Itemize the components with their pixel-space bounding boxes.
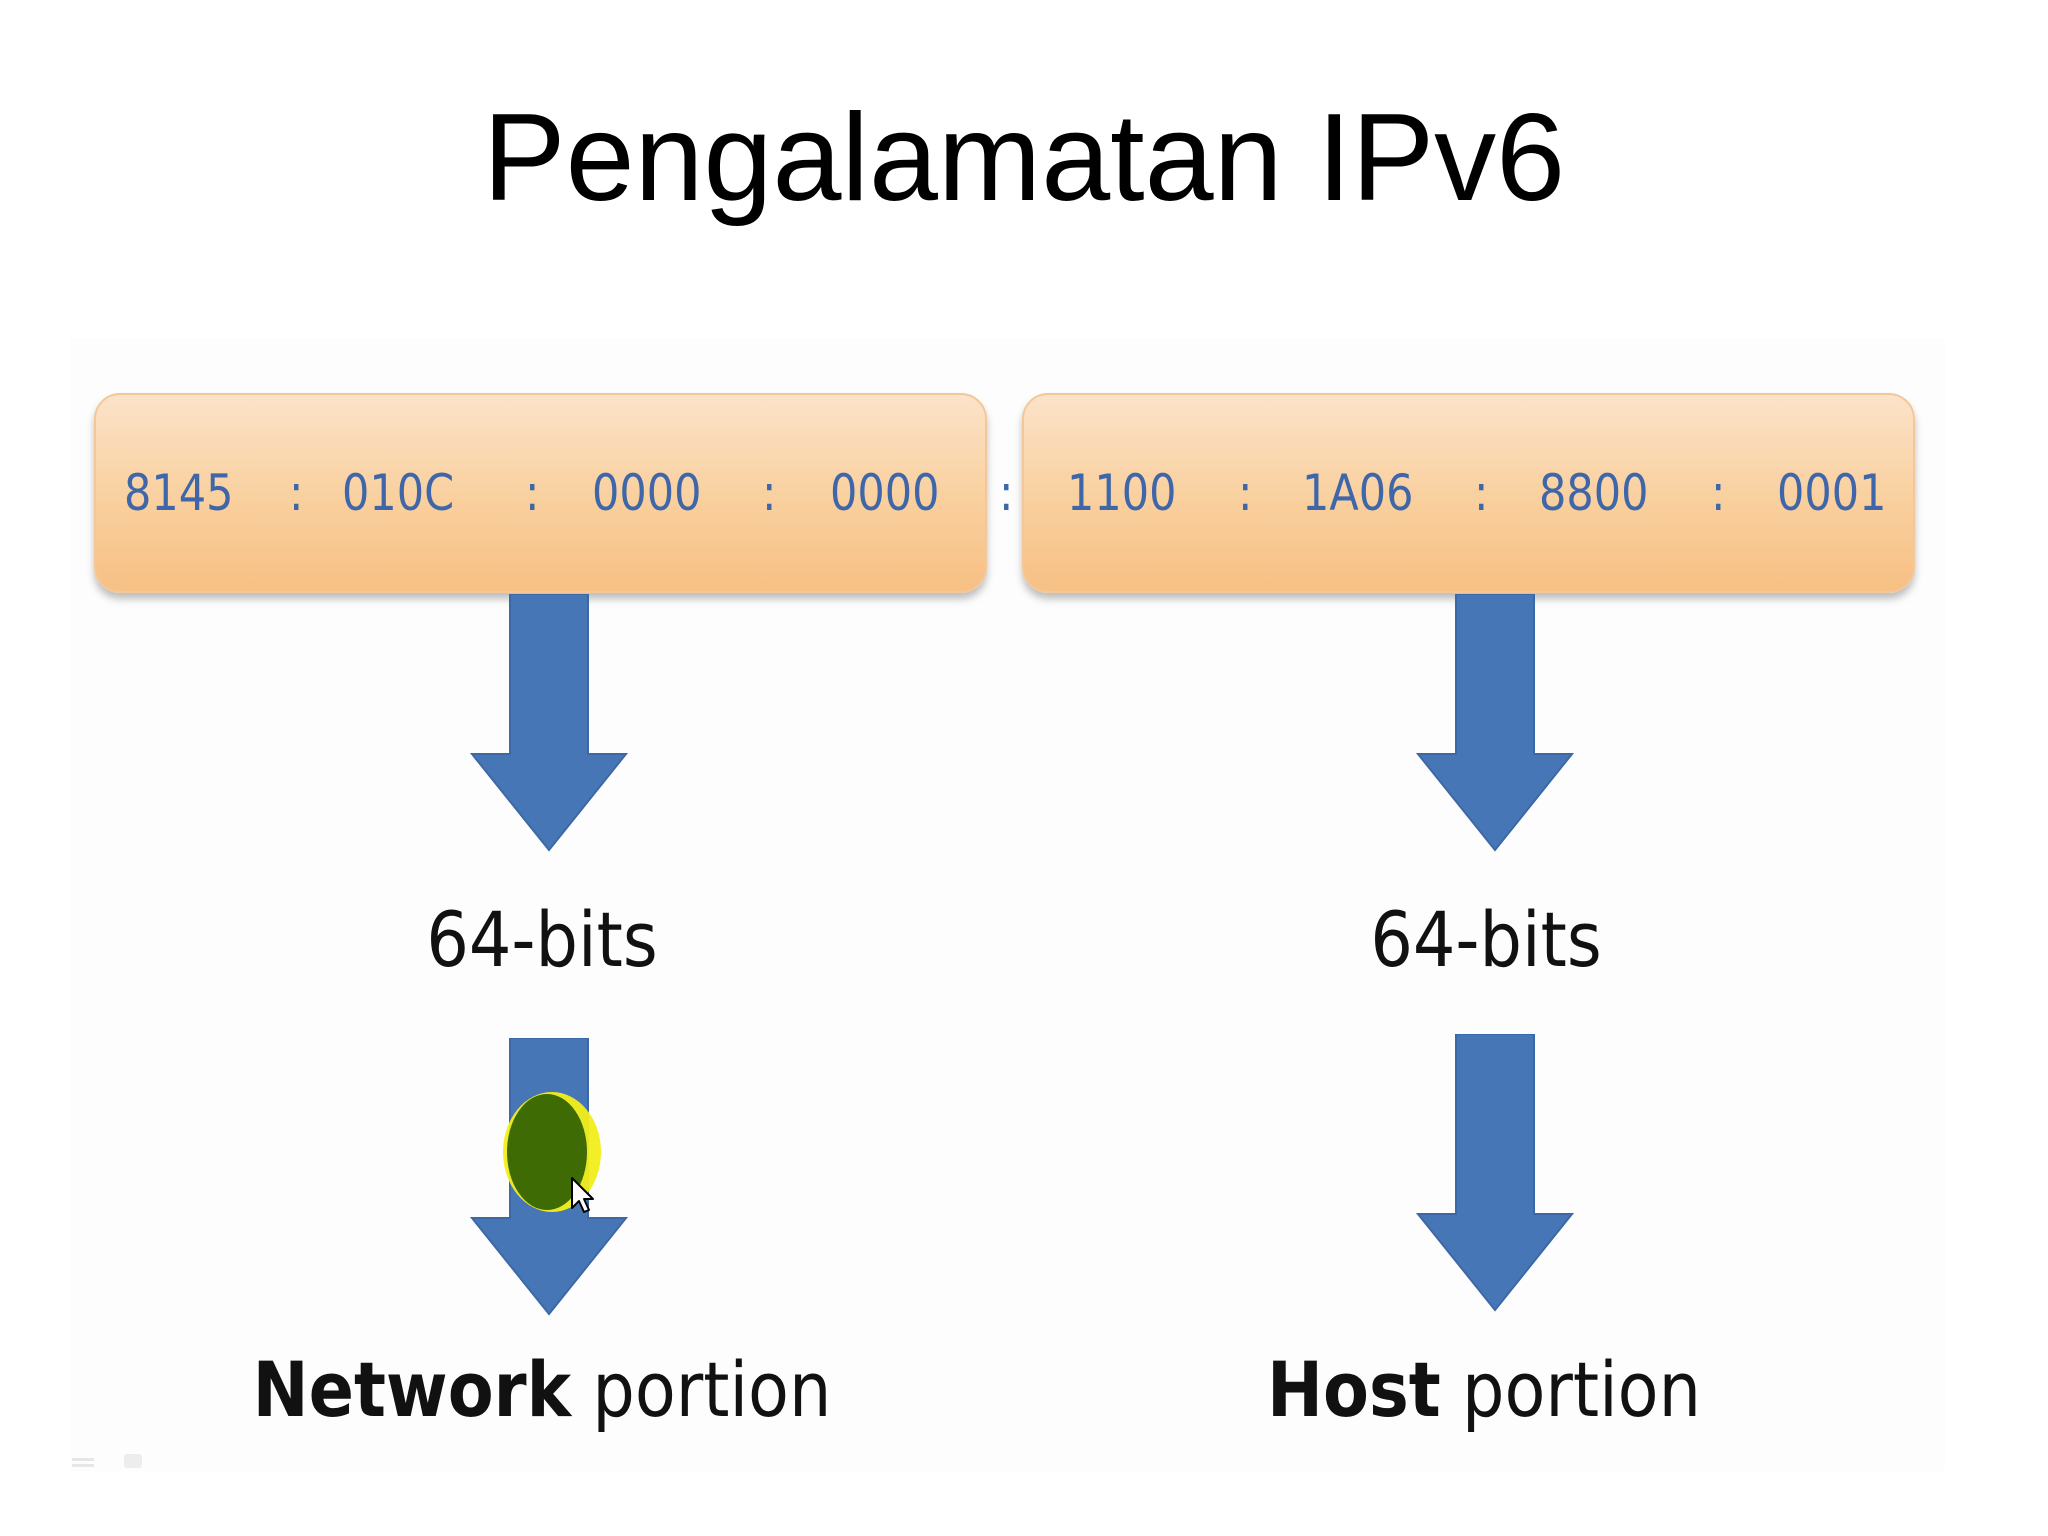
host-segment-4: 0001 xyxy=(1777,464,1887,522)
middle-separator: : xyxy=(999,464,1014,522)
host-down-arrow-lower xyxy=(1416,1034,1574,1312)
network-portion-bold: Network xyxy=(252,1345,572,1434)
network-portion-label: Network portion xyxy=(234,1345,850,1435)
network-segment-1: 8145 xyxy=(124,464,234,522)
host-address-box xyxy=(1022,393,1915,593)
host-segment-1: 1100 xyxy=(1067,464,1177,522)
host-down-arrow-upper xyxy=(1416,594,1574,852)
network-separator-2: : xyxy=(525,464,540,522)
host-separator-2: : xyxy=(1474,464,1489,522)
network-segment-3: 0000 xyxy=(592,464,702,522)
host-portion-rest: portion xyxy=(1440,1345,1701,1434)
slide-controls-icon[interactable] xyxy=(72,1448,152,1472)
network-segment-2: 010C xyxy=(342,464,455,522)
page-title: Pengalamatan IPv6 xyxy=(482,89,1566,227)
network-down-arrow-upper xyxy=(470,594,628,852)
network-address-box xyxy=(94,393,987,593)
mouse-pointer-icon xyxy=(571,1177,594,1213)
host-portion-bold: Host xyxy=(1267,1345,1441,1434)
host-separator-3: : xyxy=(1711,464,1726,522)
network-separator-1: : xyxy=(289,464,304,522)
network-segment-4: 0000 xyxy=(830,464,940,522)
host-bits-label: 64-bits xyxy=(1370,895,1602,984)
cursor-highlight xyxy=(503,1092,601,1213)
network-separator-3: : xyxy=(762,464,777,522)
host-portion-label: Host portion xyxy=(1176,1345,1792,1435)
network-bits-label: 64-bits xyxy=(426,895,658,984)
host-separator-1: : xyxy=(1238,464,1253,522)
host-segment-2: 1A06 xyxy=(1302,464,1414,522)
network-portion-rest: portion xyxy=(571,1345,832,1434)
host-segment-3: 8800 xyxy=(1539,464,1649,522)
